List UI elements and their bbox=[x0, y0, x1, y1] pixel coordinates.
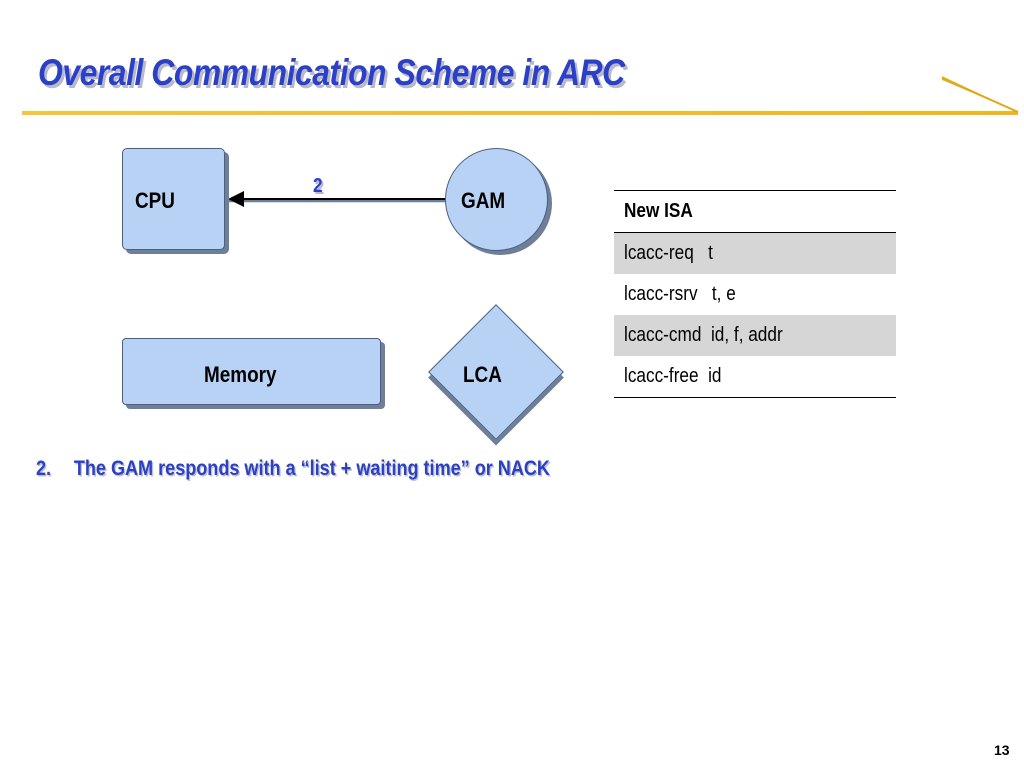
isa-table: New ISA lcacc-req t lcacc-rsrv t, e lcac… bbox=[614, 190, 896, 398]
edge-step-label: 2 bbox=[313, 175, 323, 197]
table-row: lcacc-rsrv t, e bbox=[624, 283, 736, 305]
table-row: lcacc-req t bbox=[614, 232, 896, 274]
bullet-item: 2. The GAM responds with a “list + waitin… bbox=[36, 457, 550, 481]
title-underline bbox=[22, 111, 1018, 115]
lca-label: LCA bbox=[463, 362, 502, 387]
isa-table-header: New ISA bbox=[614, 190, 896, 233]
page-number: 13 bbox=[994, 742, 1010, 758]
bullet-number: 2. bbox=[36, 457, 52, 480]
memory-label: Memory bbox=[204, 362, 277, 387]
memory-node bbox=[122, 338, 381, 405]
table-row: lcacc-free id bbox=[614, 356, 896, 398]
arrow-logo-icon bbox=[941, 76, 1019, 113]
bullet-text: The GAM responds with a “list + waiting … bbox=[73, 457, 550, 480]
gam-node bbox=[445, 148, 548, 251]
slide-title: Overall Communication Scheme in ARC bbox=[38, 52, 625, 93]
cpu-label: CPU bbox=[135, 188, 175, 213]
gam-label: GAM bbox=[461, 188, 506, 213]
table-row: lcacc-cmd id, f, addr bbox=[614, 315, 896, 356]
cpu-node bbox=[122, 148, 225, 250]
